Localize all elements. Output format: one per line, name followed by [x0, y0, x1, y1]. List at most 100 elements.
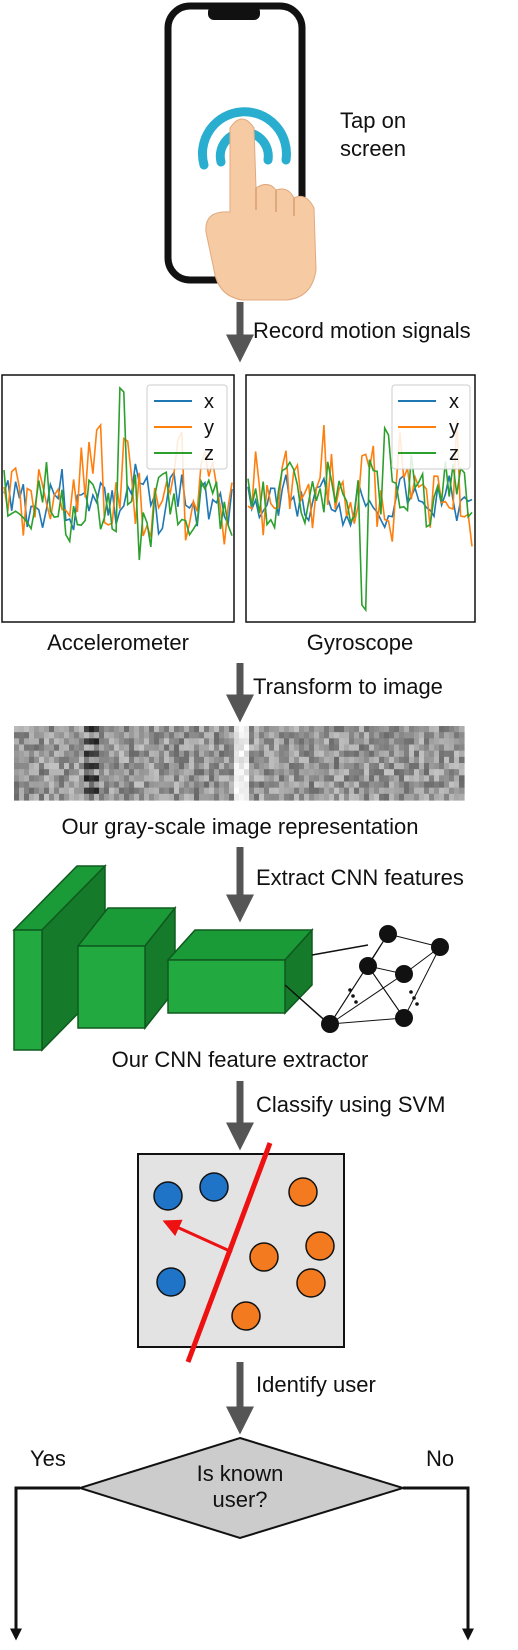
image-pixel [204, 732, 210, 739]
image-pixel [304, 750, 310, 758]
image-pixel [194, 726, 200, 733]
image-pixel [399, 756, 405, 764]
image-pixel [454, 769, 460, 776]
image-pixel [194, 793, 200, 801]
nn-edge [367, 965, 405, 1019]
image-pixel [389, 726, 395, 733]
image-pixel [79, 787, 85, 795]
image-pixel [384, 763, 390, 770]
image-pixel [384, 781, 390, 789]
image-pixel [414, 775, 420, 783]
image-pixel [184, 732, 190, 739]
image-pixel [289, 756, 295, 764]
image-pixel [384, 744, 390, 752]
image-pixel [139, 756, 145, 764]
image-pixel [159, 769, 165, 776]
image-pixel [164, 726, 170, 733]
image-pixel [239, 744, 245, 752]
image-pixel [294, 781, 300, 789]
image-pixel [144, 750, 150, 758]
image-pixel [154, 793, 160, 801]
image-pixel [384, 738, 390, 746]
image-pixel [324, 750, 330, 758]
image-pixel [284, 732, 290, 739]
image-pixel [294, 738, 300, 746]
image-pixel [394, 763, 400, 770]
image-pixel [284, 781, 290, 789]
image-pixel [239, 793, 245, 801]
image-pixel [189, 781, 195, 789]
image-pixel [179, 781, 185, 789]
image-pixel [359, 756, 365, 764]
image-pixel [444, 769, 450, 776]
image-pixel [109, 787, 115, 795]
image-pixel [134, 763, 140, 770]
image-pixel [329, 738, 335, 746]
image-pixel [194, 787, 200, 795]
image-pixel [174, 732, 180, 739]
image-pixel [334, 775, 340, 783]
image-pixel [104, 769, 110, 776]
image-pixel [269, 775, 275, 783]
image-pixel [84, 769, 90, 776]
image-pixel [179, 793, 185, 801]
image-pixel [79, 781, 85, 789]
image-pixel [239, 769, 245, 776]
legend-y-label: y [204, 417, 214, 439]
image-pixel [404, 732, 410, 739]
image-pixel [154, 787, 160, 795]
image-pixel [314, 726, 320, 733]
image-pixel [139, 769, 145, 776]
image-pixel [354, 738, 360, 746]
image-pixel [129, 769, 135, 776]
image-pixel [134, 732, 140, 739]
step-extract-label: Extract CNN features [256, 865, 464, 890]
image-pixel [339, 744, 345, 752]
image-pixel [159, 763, 165, 770]
image-pixel [149, 763, 155, 770]
image-pixel [319, 793, 325, 801]
image-pixel [429, 763, 435, 770]
image-pixel [14, 763, 20, 770]
image-caption: Our gray-scale image representation [61, 814, 418, 839]
image-pixel [239, 738, 245, 746]
image-pixel [259, 793, 265, 801]
image-pixel [319, 763, 325, 770]
image-pixel [449, 738, 455, 746]
image-pixel [234, 775, 240, 783]
image-pixel [24, 763, 30, 770]
image-pixel [69, 756, 75, 764]
decision-diamond: Is known user? [76, 1436, 407, 1540]
image-pixel [74, 744, 80, 752]
image-pixel [304, 793, 310, 801]
image-pixel [39, 738, 45, 746]
image-pixel [324, 744, 330, 752]
image-pixel [434, 793, 440, 801]
image-pixel [174, 744, 180, 752]
image-pixel [399, 769, 405, 776]
image-pixel [284, 750, 290, 758]
image-pixel [64, 793, 70, 801]
svm-point-blue [199, 1172, 229, 1202]
gyroscope-signal-lines [247, 419, 473, 613]
image-pixel [54, 787, 60, 795]
image-pixel [144, 781, 150, 789]
image-pixel [44, 750, 50, 758]
image-pixel [244, 744, 250, 752]
decision-line2: user? [212, 1487, 267, 1512]
image-pixel [389, 793, 395, 801]
image-pixel [199, 726, 205, 733]
image-pixel [244, 769, 250, 776]
image-pixel [424, 775, 430, 783]
image-pixel [399, 793, 405, 801]
image-pixel [189, 744, 195, 752]
image-pixel [369, 756, 375, 764]
image-pixel [164, 744, 170, 752]
image-pixel [204, 756, 210, 764]
image-pixel [184, 744, 190, 752]
image-pixel [299, 775, 305, 783]
image-pixel [104, 793, 110, 801]
image-pixel [254, 787, 260, 795]
image-pixel [154, 763, 160, 770]
image-pixel [54, 726, 60, 733]
